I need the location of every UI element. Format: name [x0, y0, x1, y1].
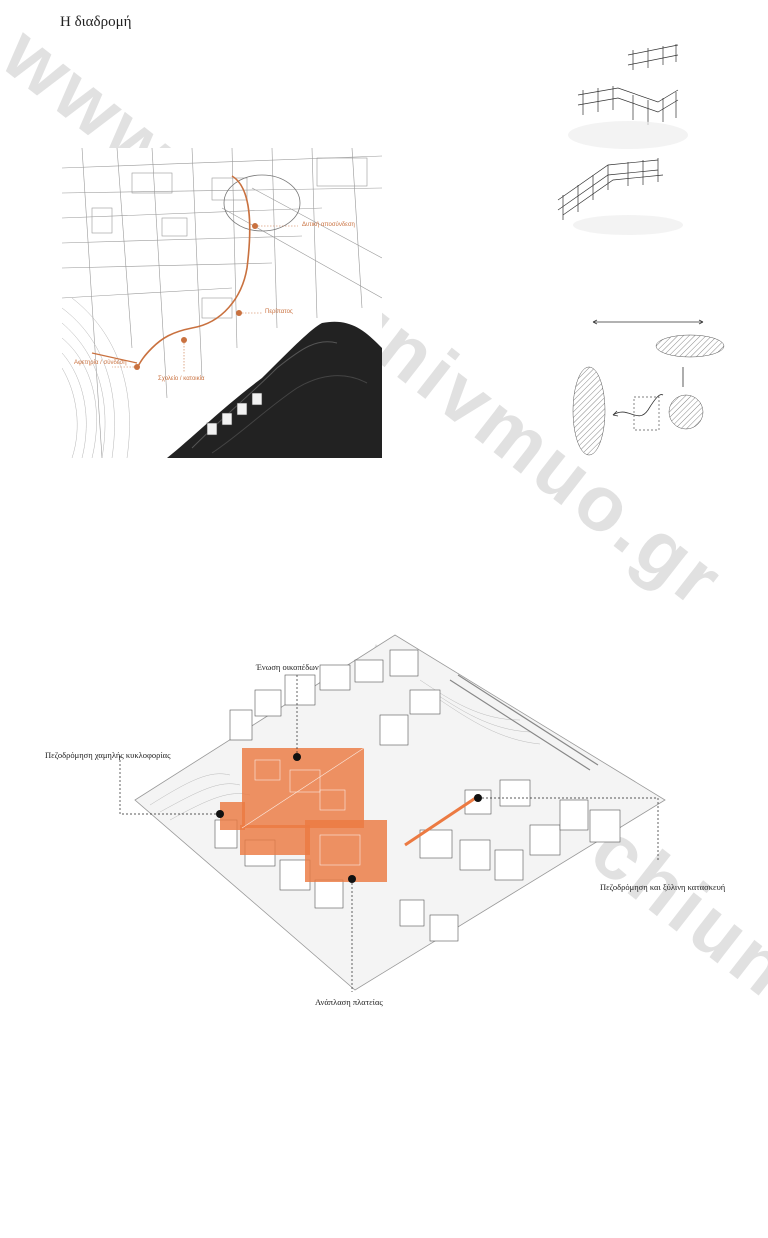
frame-structure-drawing — [557, 44, 688, 235]
map-label-walk: Περίπατος — [265, 309, 293, 315]
callout-square-redesign: Ανάπλαση πλατείας — [315, 997, 383, 1007]
axonometric-drawing — [119, 634, 666, 992]
route-map-drawing — [62, 148, 382, 458]
callout-low-traffic: Πεζοδρόμηση χαμηλής κυκλοφορίας — [45, 750, 171, 760]
axonometric-view — [119, 620, 680, 1000]
callout-plot-union: Ένωση οικοπέδων — [256, 662, 319, 672]
page-title: Η διαδρομή — [60, 14, 132, 30]
concept-diagram — [572, 319, 725, 456]
map-label-school: Σχολείο / κατοικία — [158, 376, 205, 382]
map-label-start: Αφετηρία / σύνδεση — [74, 360, 127, 366]
route-map: Δυτική αποσύνδεση Περίπατος Σχολείο / κα… — [62, 148, 382, 458]
callout-wooden-structure: Πεζοδρόμηση και ξύλινη κατασκευή — [600, 882, 726, 892]
map-label-west: Δυτική αποσύνδεση — [302, 222, 355, 228]
